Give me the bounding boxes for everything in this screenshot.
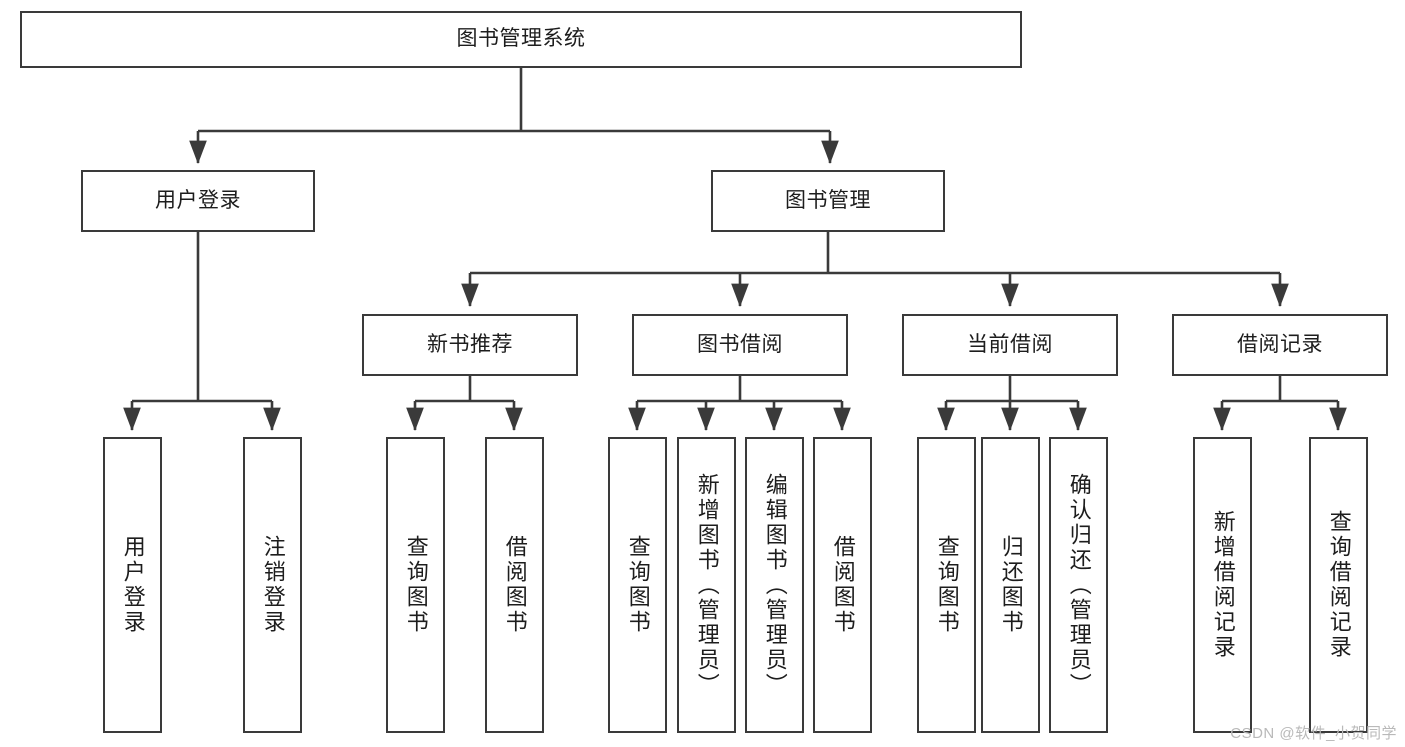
node-label: 查询图书 [403, 535, 429, 635]
node-label: 当前借阅 [967, 332, 1053, 356]
node-label: 归还图书 [998, 535, 1024, 635]
node-new-book-recommend[interactable]: 新书推荐 [362, 314, 578, 376]
node-label: 用户登录 [155, 188, 241, 212]
node-current-borrow[interactable]: 当前借阅 [902, 314, 1118, 376]
node-label: 借阅图书 [502, 535, 528, 635]
node-book-management[interactable]: 图书管理 [711, 170, 945, 232]
leaf-current-borrow-query-book[interactable]: 查询图书 [917, 437, 976, 733]
leaf-book-borrow-borrow-book[interactable]: 借阅图书 [813, 437, 872, 733]
node-label: 新书推荐 [427, 332, 513, 356]
node-label: 编辑图书（管理员） [762, 472, 788, 698]
node-label: 新增图书（管理员） [694, 472, 720, 698]
leaf-book-borrow-add-book-admin[interactable]: 新增图书（管理员） [677, 437, 736, 733]
node-label: 借阅记录 [1237, 332, 1323, 356]
node-label: 借阅图书 [830, 535, 856, 635]
leaf-borrow-record-add-record[interactable]: 新增借阅记录 [1193, 437, 1252, 733]
leaf-new-book-query-book[interactable]: 查询图书 [386, 437, 445, 733]
leaf-new-book-borrow-book[interactable]: 借阅图书 [485, 437, 544, 733]
node-label: 确认归还（管理员） [1066, 472, 1092, 698]
leaf-user-login-logout[interactable]: 注销登录 [243, 437, 302, 733]
leaf-current-borrow-confirm-return-admin[interactable]: 确认归还（管理员） [1049, 437, 1108, 733]
leaf-user-login-login[interactable]: 用户登录 [103, 437, 162, 733]
node-root-book-management-system[interactable]: 图书管理系统 [20, 11, 1022, 68]
node-label: 注销登录 [260, 535, 286, 635]
node-user-login[interactable]: 用户登录 [81, 170, 315, 232]
leaf-current-borrow-return-book[interactable]: 归还图书 [981, 437, 1040, 733]
watermark: CSDN @软件_小贺同学 [1230, 725, 1397, 742]
node-book-borrow[interactable]: 图书借阅 [632, 314, 848, 376]
node-label: 用户登录 [120, 535, 146, 635]
node-label: 图书管理 [785, 188, 871, 212]
node-label: 图书借阅 [697, 332, 783, 356]
leaf-book-borrow-query-book[interactable]: 查询图书 [608, 437, 667, 733]
node-label: 新增借阅记录 [1210, 510, 1236, 660]
node-label: 查询图书 [625, 535, 651, 635]
leaf-book-borrow-edit-book-admin[interactable]: 编辑图书（管理员） [745, 437, 804, 733]
node-label: 查询图书 [934, 535, 960, 635]
leaf-borrow-record-query-record[interactable]: 查询借阅记录 [1309, 437, 1368, 733]
node-label: 图书管理系统 [456, 27, 586, 51]
node-label: 查询借阅记录 [1326, 510, 1352, 660]
node-borrow-record[interactable]: 借阅记录 [1172, 314, 1388, 376]
